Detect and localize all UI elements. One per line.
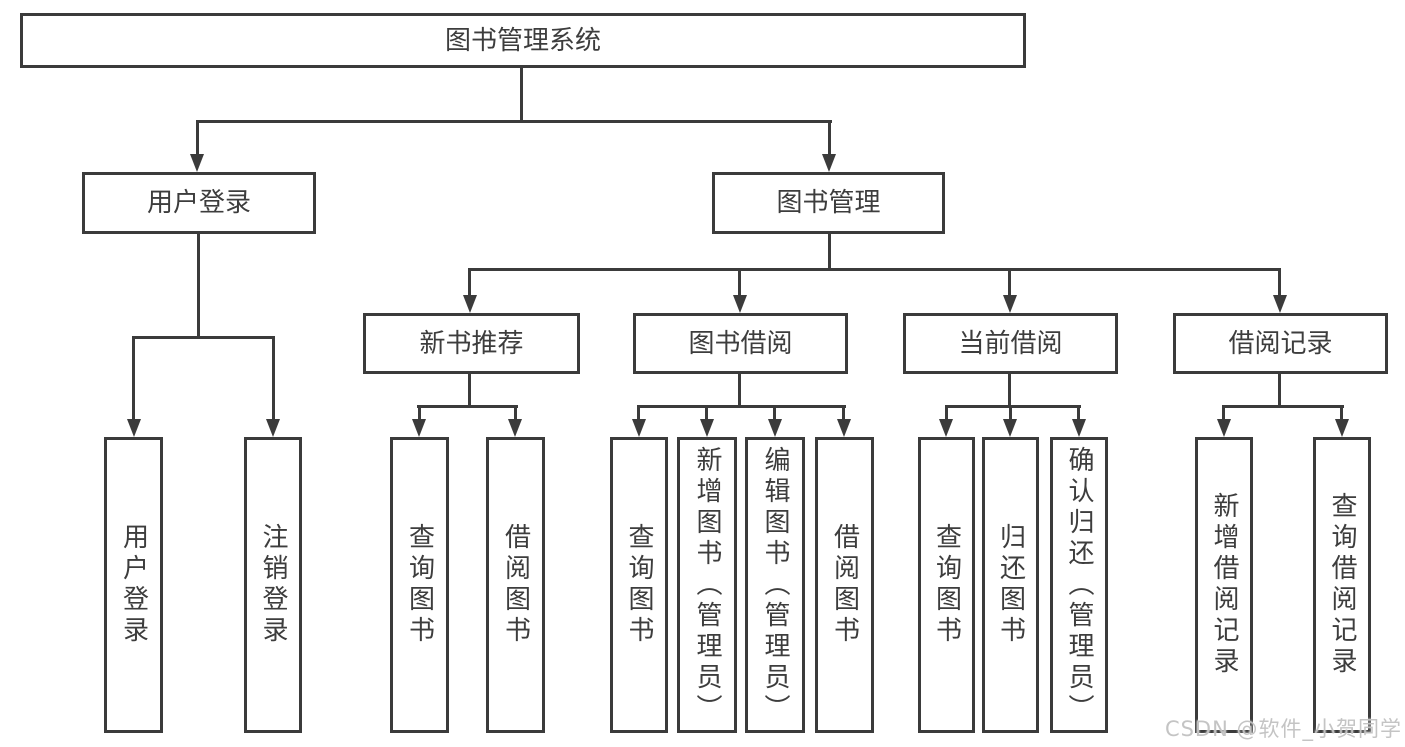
connector-line: [1278, 268, 1281, 298]
leaf-borrow-books-1: 借阅图书: [486, 437, 545, 733]
arrowhead-down-icon: [1072, 419, 1086, 437]
leaf-label: 注销登录: [258, 523, 288, 647]
connector-line: [514, 405, 517, 423]
connector-line: [945, 405, 948, 423]
connector-line: [738, 374, 741, 408]
leaf-label: 查询借阅记录: [1327, 492, 1357, 678]
leaf-label: 借阅图书: [829, 523, 860, 647]
connector-line: [468, 268, 471, 298]
leaf-query-borrow-record: 查询借阅记录: [1313, 437, 1371, 733]
connector-line: [1009, 405, 1012, 423]
leaf-return-books: 归还图书: [982, 437, 1039, 733]
leaf-label: 新增图书（管理员）: [692, 445, 722, 725]
connector-line: [468, 374, 471, 408]
leaf-label: 查询图书: [931, 523, 962, 647]
leaf-add-books-admin: 新增图书（管理员）: [677, 437, 737, 733]
connector-line: [132, 336, 275, 339]
connector-line: [1008, 374, 1011, 408]
node-label: 图书管理系统: [444, 25, 601, 56]
arrowhead-down-icon: [190, 154, 204, 172]
leaf-borrow-books-2: 借阅图书: [815, 437, 874, 733]
node-borrowing-records: 借阅记录: [1173, 313, 1388, 374]
node-book-management: 图书管理: [712, 172, 945, 234]
connector-line: [272, 336, 275, 423]
arrowhead-down-icon: [700, 419, 714, 437]
node-label: 用户登录: [146, 188, 251, 218]
connector-line: [705, 405, 708, 423]
connector-line: [637, 405, 640, 423]
node-library-management-system: 图书管理系统: [20, 13, 1026, 68]
node-label: 图书管理: [776, 188, 881, 218]
leaf-edit-books-admin: 编辑图书（管理员）: [745, 437, 805, 733]
arrowhead-down-icon: [632, 419, 646, 437]
leaf-label: 借阅图书: [500, 523, 531, 647]
arrowhead-down-icon: [768, 419, 782, 437]
connector-line: [417, 405, 518, 408]
connector-line: [945, 405, 1081, 408]
leaf-label: 查询图书: [624, 523, 654, 647]
connector-line: [828, 120, 831, 158]
node-current-borrowing: 当前借阅: [903, 313, 1118, 374]
leaf-query-books-1: 查询图书: [390, 437, 449, 733]
arrowhead-down-icon: [1217, 419, 1231, 437]
node-book-borrowing: 图书借阅: [633, 313, 848, 374]
connector-line: [1222, 405, 1225, 423]
connector-line: [738, 268, 741, 298]
connector-line: [196, 120, 199, 158]
connector-line: [418, 405, 421, 423]
connector-line: [132, 336, 135, 423]
connector-line: [196, 120, 832, 123]
connector-line: [1340, 405, 1343, 423]
node-user-login: 用户登录: [82, 172, 316, 234]
connector-line: [1008, 268, 1011, 298]
connector-line: [468, 268, 1281, 271]
arrowhead-down-icon: [412, 419, 426, 437]
connector-line: [773, 405, 776, 423]
node-label: 借阅记录: [1228, 328, 1333, 359]
arrowhead-down-icon: [837, 419, 851, 437]
watermark: CSDN @软件_小贺同学: [1164, 717, 1402, 741]
leaf-label: 查询图书: [404, 523, 435, 647]
arrowhead-down-icon: [1335, 419, 1349, 437]
connector-line: [1278, 374, 1281, 408]
connector-line: [197, 233, 200, 339]
arrowhead-down-icon: [1003, 419, 1017, 437]
arrowhead-down-icon: [733, 295, 747, 313]
leaf-user-login: 用户登录: [104, 437, 163, 733]
leaf-label: 新增借阅记录: [1209, 492, 1239, 678]
leaf-label: 确认归还（管理员）: [1064, 445, 1094, 725]
arrowhead-down-icon: [1273, 295, 1287, 313]
leaf-label: 编辑图书（管理员）: [760, 445, 790, 725]
leaf-label: 归还图书: [995, 523, 1026, 647]
leaf-confirm-return-admin: 确认归还（管理员）: [1050, 437, 1108, 733]
arrowhead-down-icon: [508, 419, 522, 437]
leaf-query-books-2: 查询图书: [610, 437, 668, 733]
arrowhead-down-icon: [939, 419, 953, 437]
connector-line: [842, 405, 845, 423]
connector-line: [1077, 405, 1080, 423]
node-new-book-recommend: 新书推荐: [363, 313, 580, 374]
connector-line: [520, 66, 523, 122]
node-label: 图书借阅: [688, 328, 793, 359]
arrowhead-down-icon: [1003, 295, 1017, 313]
arrowhead-down-icon: [463, 295, 477, 313]
connector-line: [828, 233, 831, 271]
node-label: 新书推荐: [419, 328, 524, 359]
node-label: 当前借阅: [958, 328, 1063, 359]
arrowhead-down-icon: [127, 419, 141, 437]
arrowhead-down-icon: [266, 419, 280, 437]
leaf-label: 用户登录: [118, 523, 149, 647]
connector-line: [637, 405, 846, 408]
leaf-query-books-3: 查询图书: [918, 437, 975, 733]
leaf-add-borrow-record: 新增借阅记录: [1195, 437, 1253, 733]
arrowhead-down-icon: [822, 154, 836, 172]
connector-line: [1222, 405, 1344, 408]
leaf-logout: 注销登录: [244, 437, 302, 733]
